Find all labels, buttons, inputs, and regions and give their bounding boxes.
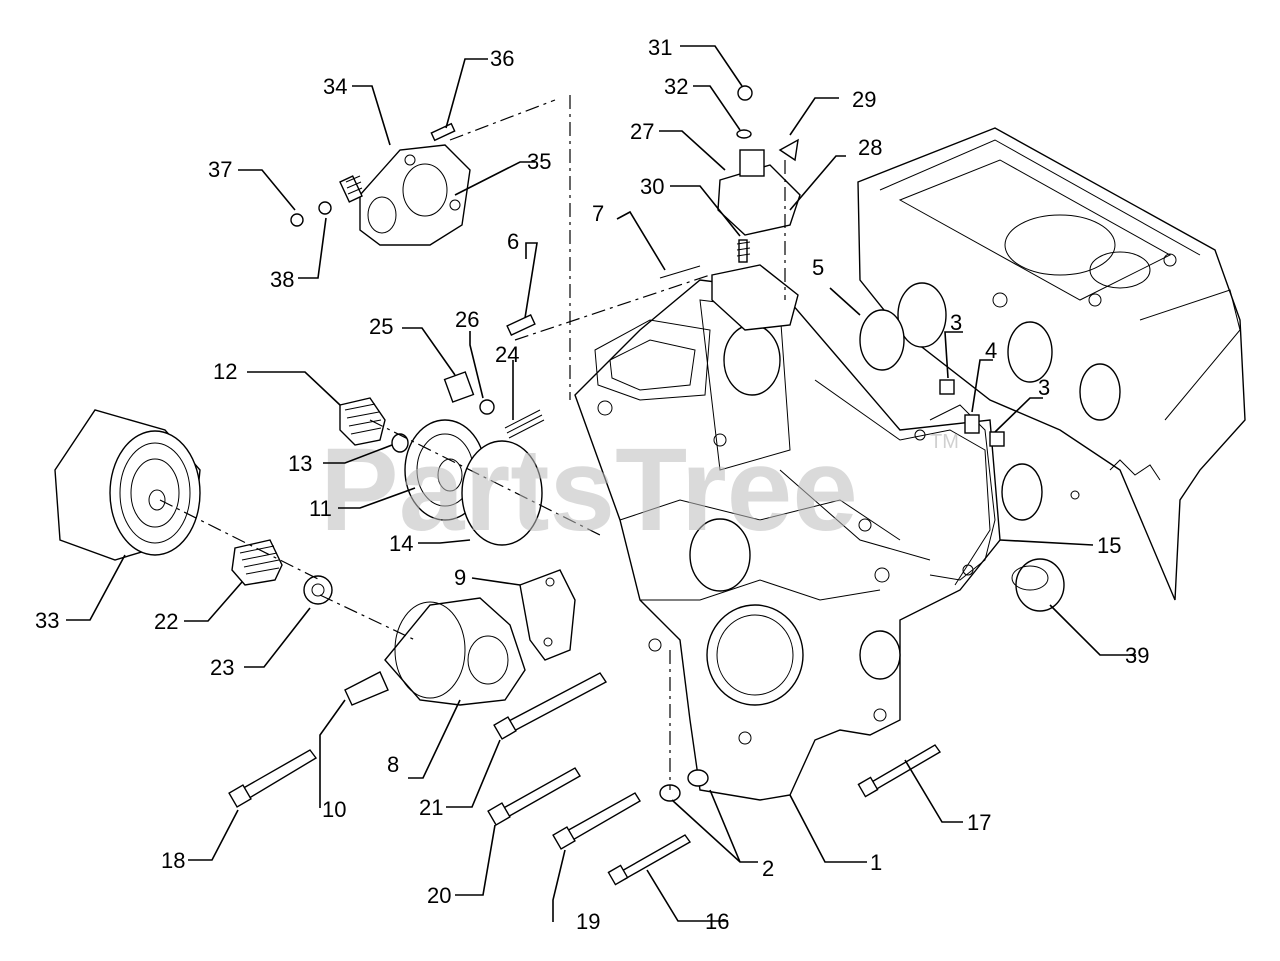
callout-22: 22 bbox=[154, 609, 178, 634]
callout-15: 15 bbox=[1097, 533, 1121, 558]
watermark-trademark: TM bbox=[930, 431, 959, 453]
callout-32: 32 bbox=[664, 74, 688, 99]
callout-labels: 1 2 3 3 4 5 6 7 8 9 10 11 12 13 14 15 16… bbox=[35, 35, 1149, 934]
engine-block bbox=[857, 127, 1246, 601]
callout-31: 31 bbox=[648, 35, 672, 60]
callout-21: 21 bbox=[419, 795, 443, 820]
water-pump bbox=[344, 569, 576, 706]
filter-fitting bbox=[231, 539, 333, 605]
callout-19: 19 bbox=[576, 909, 600, 934]
callout-10: 10 bbox=[322, 797, 346, 822]
callout-1: 1 bbox=[870, 850, 882, 875]
callout-35: 35 bbox=[527, 149, 551, 174]
bolts bbox=[228, 672, 942, 886]
callout-36: 36 bbox=[490, 46, 514, 71]
thermostat-housing bbox=[290, 122, 471, 246]
callout-9: 9 bbox=[454, 565, 466, 590]
plugs-and-seals bbox=[659, 309, 1065, 802]
callout-20: 20 bbox=[427, 883, 451, 908]
callout-33: 33 bbox=[35, 608, 59, 633]
thermostat-cap-parts bbox=[711, 85, 801, 331]
callout-17: 17 bbox=[967, 810, 991, 835]
callout-28: 28 bbox=[858, 135, 882, 160]
callout-3: 3 bbox=[1038, 375, 1050, 400]
callout-5: 5 bbox=[812, 255, 824, 280]
callout-27: 27 bbox=[630, 119, 654, 144]
callout-16: 16 bbox=[705, 909, 729, 934]
callout-leaders bbox=[66, 45, 1136, 922]
center-lines bbox=[159, 95, 786, 790]
relief-valve-parts bbox=[443, 265, 701, 439]
callout-11: 11 bbox=[309, 496, 332, 521]
gear-case-cover bbox=[574, 279, 1001, 801]
callout-3: 3 bbox=[950, 310, 962, 335]
callout-34: 34 bbox=[323, 74, 347, 99]
callout-23: 23 bbox=[210, 655, 234, 680]
callout-8: 8 bbox=[387, 752, 399, 777]
oil-filter bbox=[54, 409, 201, 561]
gasket-15 bbox=[929, 404, 996, 581]
callout-30: 30 bbox=[640, 174, 664, 199]
callout-7: 7 bbox=[592, 201, 604, 226]
callout-24: 24 bbox=[495, 342, 519, 367]
oil-pressure-switch bbox=[339, 397, 409, 453]
callout-2: 2 bbox=[762, 856, 774, 881]
callout-13: 13 bbox=[288, 451, 312, 476]
callout-38: 38 bbox=[270, 267, 294, 292]
callout-29: 29 bbox=[852, 87, 876, 112]
callout-26: 26 bbox=[455, 307, 479, 332]
callout-37: 37 bbox=[208, 157, 232, 182]
callout-4: 4 bbox=[985, 338, 997, 363]
filter-adapter bbox=[404, 419, 543, 546]
callout-39: 39 bbox=[1125, 643, 1149, 668]
callout-18: 18 bbox=[161, 848, 185, 873]
callout-14: 14 bbox=[389, 531, 413, 556]
callout-12: 12 bbox=[213, 359, 237, 384]
callout-25: 25 bbox=[369, 314, 393, 339]
callout-6: 6 bbox=[507, 229, 519, 254]
